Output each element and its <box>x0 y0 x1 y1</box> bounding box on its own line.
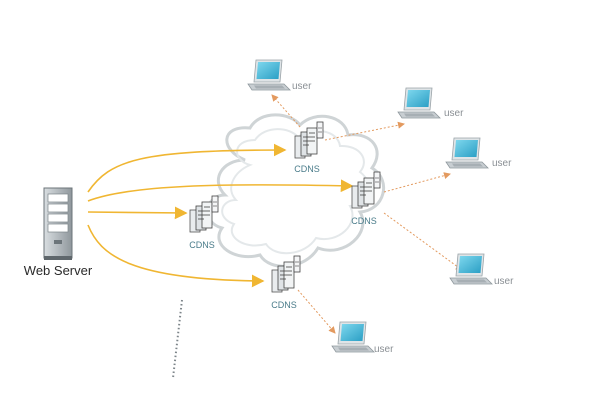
cdns-label: CDNS <box>351 216 377 226</box>
laptop-icon <box>397 87 441 119</box>
arrow-to-user-3 <box>383 172 451 193</box>
arrow-to-cdns-bottom <box>87 224 265 288</box>
origin-arrows <box>87 143 354 288</box>
user-node-3: user <box>445 137 512 169</box>
cdns-node-bottom: CDNS <box>271 255 301 310</box>
server-tower-icon <box>43 187 73 260</box>
arrow-to-cdns-top <box>87 143 287 193</box>
web-server-label: Web Server <box>24 263 93 278</box>
cdns-node-right: CDNS <box>351 171 381 226</box>
user-label: user <box>492 158 512 169</box>
laptop-icon <box>445 137 489 169</box>
dotted-decoration <box>172 299 183 379</box>
laptop-icon <box>247 59 291 91</box>
arrow-to-user-4 <box>383 212 463 271</box>
arrow-to-user-5 <box>297 289 336 334</box>
arrow-to-cdns-left <box>87 206 188 220</box>
arrow-to-user-1 <box>271 94 301 128</box>
cdns-label: CDNS <box>294 164 320 174</box>
cdns-label: CDNS <box>189 240 215 250</box>
web-server: Web Server <box>24 187 93 278</box>
cdns-node-left: CDNS <box>189 195 219 250</box>
user-node-4: user <box>449 253 514 287</box>
laptop-icon <box>331 321 375 353</box>
user-label: user <box>374 344 394 355</box>
user-node-2: user <box>397 87 464 119</box>
laptop-icon <box>449 253 493 285</box>
user-arrows <box>271 94 463 334</box>
user-node-1: user <box>247 59 312 92</box>
user-label: user <box>292 81 312 92</box>
arrow-to-cdns-right <box>87 179 354 202</box>
cdns-label: CDNS <box>271 300 297 310</box>
user-node-5: user <box>331 321 394 355</box>
arrow-to-user-2 <box>324 121 405 141</box>
cdns-node-top: CDNS <box>294 121 324 174</box>
user-label: user <box>444 108 464 119</box>
user-label: user <box>494 276 514 287</box>
